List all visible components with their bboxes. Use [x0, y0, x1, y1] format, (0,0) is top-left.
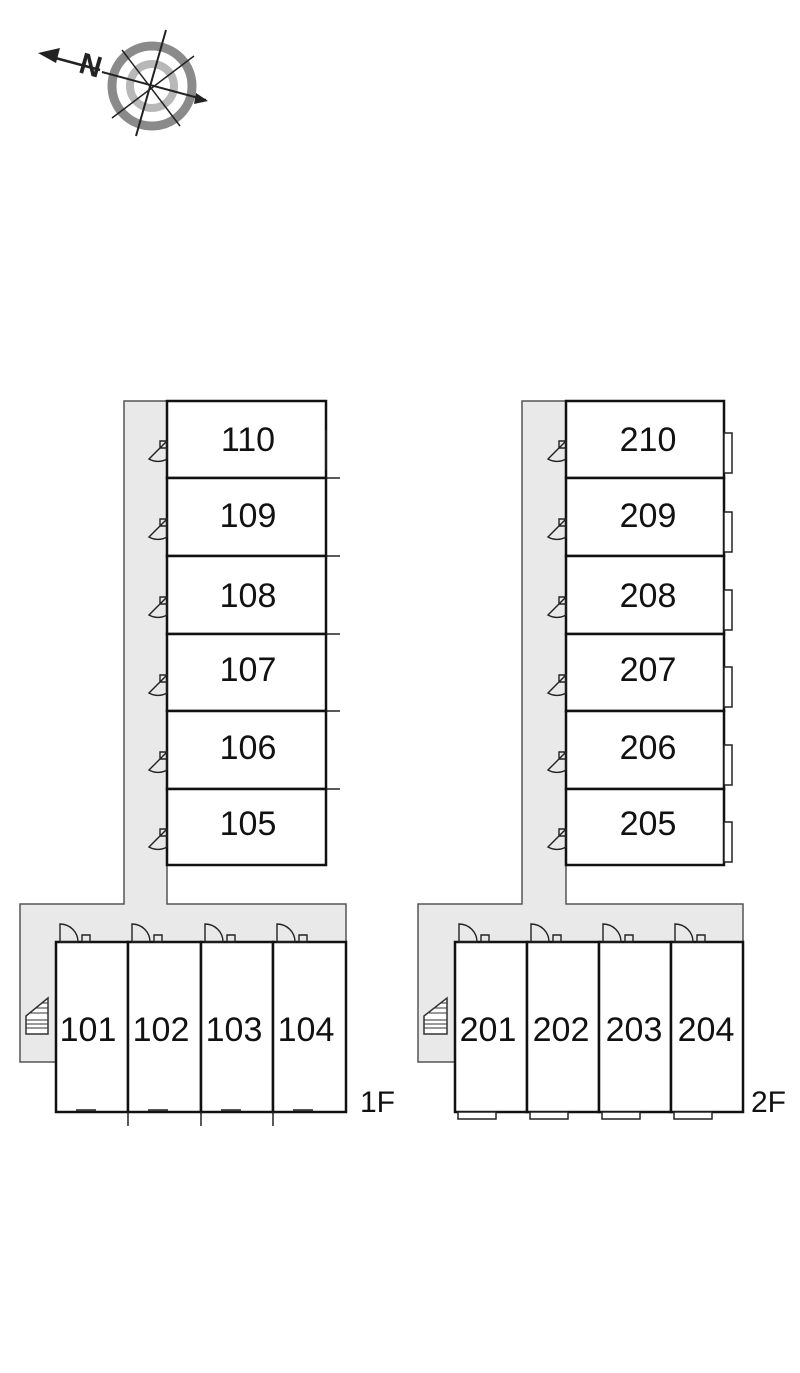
balcony-lines-1f: [325, 430, 340, 790]
room-label-207: 207: [620, 651, 677, 689]
room-label-208: 208: [620, 577, 677, 615]
unit-102: [126, 940, 203, 1114]
room-label-105: 105: [220, 805, 277, 843]
room-label-106: 106: [220, 729, 277, 767]
room-label-201: 201: [460, 1011, 517, 1049]
unit-106: [165, 709, 328, 791]
room-label-203: 203: [606, 1011, 663, 1049]
unit-105: [165, 787, 328, 867]
room-label-107: 107: [220, 651, 277, 689]
room-label-206: 206: [620, 729, 677, 767]
wall-ticks-1f: [76, 1109, 313, 1126]
floor-1-plan: 110 109 108 107 106 105 101 1: [19, 399, 395, 1126]
door-icons-vertical-2f: [546, 439, 567, 851]
room-label-202: 202: [533, 1011, 590, 1049]
stairs-icon: [423, 996, 448, 1035]
room-label-110: 110: [221, 421, 275, 459]
balcony-icons-2f: [723, 432, 733, 863]
floor-2-plan: 210 209 208 207 206 205 201 202 203: [417, 399, 786, 1120]
room-label-104: 104: [278, 1011, 335, 1049]
room-label-204: 204: [678, 1011, 735, 1049]
unit-208: [564, 554, 726, 636]
door-icons-vertical-1f: [147, 439, 168, 851]
door-icons-horizontal-2f: [458, 923, 706, 943]
room-label-102: 102: [133, 1011, 190, 1049]
unit-101: [54, 940, 130, 1114]
door-icons-horizontal-1f: [59, 923, 308, 943]
unit-206: [564, 709, 726, 791]
compass-icon: N: [38, 29, 208, 137]
compass-north-label: N: [76, 47, 106, 85]
room-label-101: 101: [60, 1011, 117, 1049]
unit-104: [271, 940, 348, 1114]
unit-207: [564, 632, 726, 713]
floor-label-2f: 2F: [751, 1086, 786, 1119]
stairs-icon: [25, 996, 49, 1035]
balcony-icons-bottom-2f: [457, 1111, 713, 1120]
room-label-210: 210: [620, 421, 677, 459]
room-label-103: 103: [206, 1011, 263, 1049]
unit-103: [199, 940, 275, 1114]
unit-203: [597, 940, 673, 1114]
room-label-108: 108: [220, 577, 277, 615]
floor-label-1f: 1F: [360, 1086, 395, 1119]
room-label-209: 209: [620, 497, 677, 535]
unit-201: [453, 940, 529, 1114]
room-label-205: 205: [620, 805, 677, 843]
room-label-109: 109: [220, 497, 277, 535]
